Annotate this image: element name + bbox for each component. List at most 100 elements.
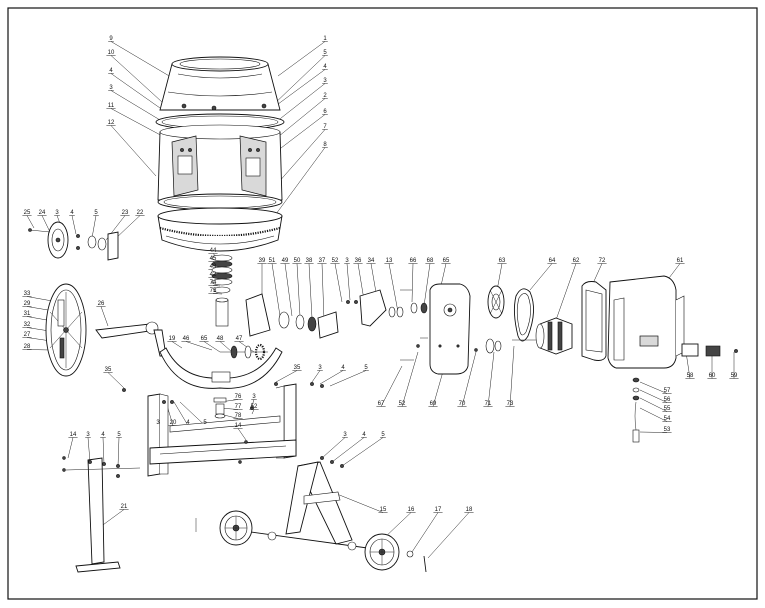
callout-leader — [107, 372, 125, 389]
callout-label: 68 — [427, 258, 434, 264]
callout-label: 73 — [507, 401, 514, 407]
callout-label: 63 — [499, 258, 506, 264]
callout-label: 19 — [169, 336, 176, 342]
callout-label: 33 — [24, 291, 31, 297]
callout-label: 35 — [294, 365, 301, 371]
callout-leader — [237, 428, 247, 441]
stand-cross-brace — [169, 415, 281, 433]
callout-leader — [427, 512, 470, 559]
callout-leader — [411, 263, 414, 303]
drum-lower-ring — [157, 193, 283, 211]
callout-label: 52 — [332, 258, 339, 264]
callout-label: 27 — [24, 332, 31, 338]
callout-label: 4 — [323, 64, 327, 70]
callout-leader — [308, 263, 313, 319]
callout-label: 24 — [39, 210, 46, 216]
callout-label: 28 — [24, 344, 31, 350]
callout-label: 47 — [236, 336, 243, 342]
callout-label: 4 — [341, 365, 345, 371]
callout-leader — [346, 263, 351, 301]
callout-label: 13 — [386, 258, 393, 264]
callout-leader — [110, 125, 157, 177]
callout-leader — [639, 389, 668, 403]
callout-leader — [311, 370, 321, 383]
callout-label: 3 — [345, 258, 349, 264]
callout-label: 56 — [664, 397, 671, 403]
drive-belt — [513, 288, 534, 342]
callout-label: 65 — [201, 336, 208, 342]
callout-label: 5 — [364, 365, 368, 371]
callout-leader — [401, 351, 419, 407]
callout-label: 3 — [109, 85, 113, 91]
callout-label: 37 — [319, 258, 326, 264]
callout-label: 25 — [24, 210, 31, 216]
callout-label: 22 — [137, 210, 144, 216]
callout-label: 72 — [599, 258, 606, 264]
callout-label: 15 — [380, 507, 387, 513]
drum-bottom-with-ring-gear — [157, 207, 283, 252]
callout-leader — [67, 437, 74, 459]
motor-inner-cover — [581, 281, 607, 361]
callout-label: 17 — [435, 507, 442, 513]
callout-label: 4 — [109, 68, 113, 74]
callout-leader — [271, 263, 281, 317]
callout-leader — [275, 370, 298, 383]
power-cord — [632, 377, 640, 443]
callout-leader — [100, 306, 109, 327]
callout-label: 3 — [156, 420, 160, 426]
callout-leader — [173, 401, 189, 426]
callout-label: 8 — [323, 142, 327, 148]
callout-label: 62 — [573, 258, 580, 264]
callout-leader — [275, 147, 326, 215]
callout-label: 3 — [252, 394, 256, 400]
callout-label: 71 — [485, 401, 492, 407]
callout-leader — [26, 349, 51, 351]
callout-label: 31 — [24, 311, 31, 317]
hub-bracket — [76, 231, 119, 261]
callout-label: 2 — [323, 93, 327, 99]
callout-label: 42 — [210, 272, 217, 278]
callout-label: 26 — [98, 301, 105, 307]
callout-label: 23 — [122, 210, 129, 216]
callout-leader — [26, 215, 35, 229]
callout-leader — [296, 263, 301, 317]
callout-leader — [639, 381, 668, 394]
switch-assembly — [681, 343, 738, 357]
callout-label: 58 — [687, 373, 694, 379]
callout-label: 9 — [109, 36, 113, 42]
callout-label: 75 — [210, 288, 217, 294]
callout-label: 5 — [117, 432, 121, 438]
motor-screws — [400, 289, 428, 361]
callout-label: 29 — [24, 301, 31, 307]
callout-label: 52 — [399, 401, 406, 407]
left-wheel — [195, 510, 253, 546]
callout-leader — [269, 69, 326, 111]
callout-label: 64 — [549, 258, 556, 264]
callout-leader — [509, 345, 515, 407]
callout-label: 74 — [210, 280, 217, 286]
callout-label: 32 — [24, 322, 31, 328]
tilt-shaft — [95, 321, 167, 357]
large-tilt-wheel — [45, 283, 87, 377]
callout-label: 6 — [323, 109, 327, 115]
callout-label: 5 — [323, 50, 327, 56]
large-pulley — [487, 285, 505, 319]
callout-label: 5 — [203, 420, 207, 426]
callout-label: 21 — [121, 504, 128, 510]
callout-leader — [487, 351, 495, 407]
callout-label: 69 — [430, 401, 437, 407]
stand-crossbar — [149, 439, 297, 465]
small-pulley — [474, 338, 502, 354]
callout-label: 54 — [664, 416, 671, 422]
wheel-axle — [235, 529, 383, 551]
callout-label: 12 — [108, 120, 115, 126]
callout-leader — [110, 55, 163, 103]
callout-leader — [411, 512, 439, 553]
callout-label: 34 — [368, 258, 375, 264]
callout-label: 70 — [459, 401, 466, 407]
callout-label: 4 — [101, 432, 105, 438]
stand-fasteners — [88, 382, 344, 478]
